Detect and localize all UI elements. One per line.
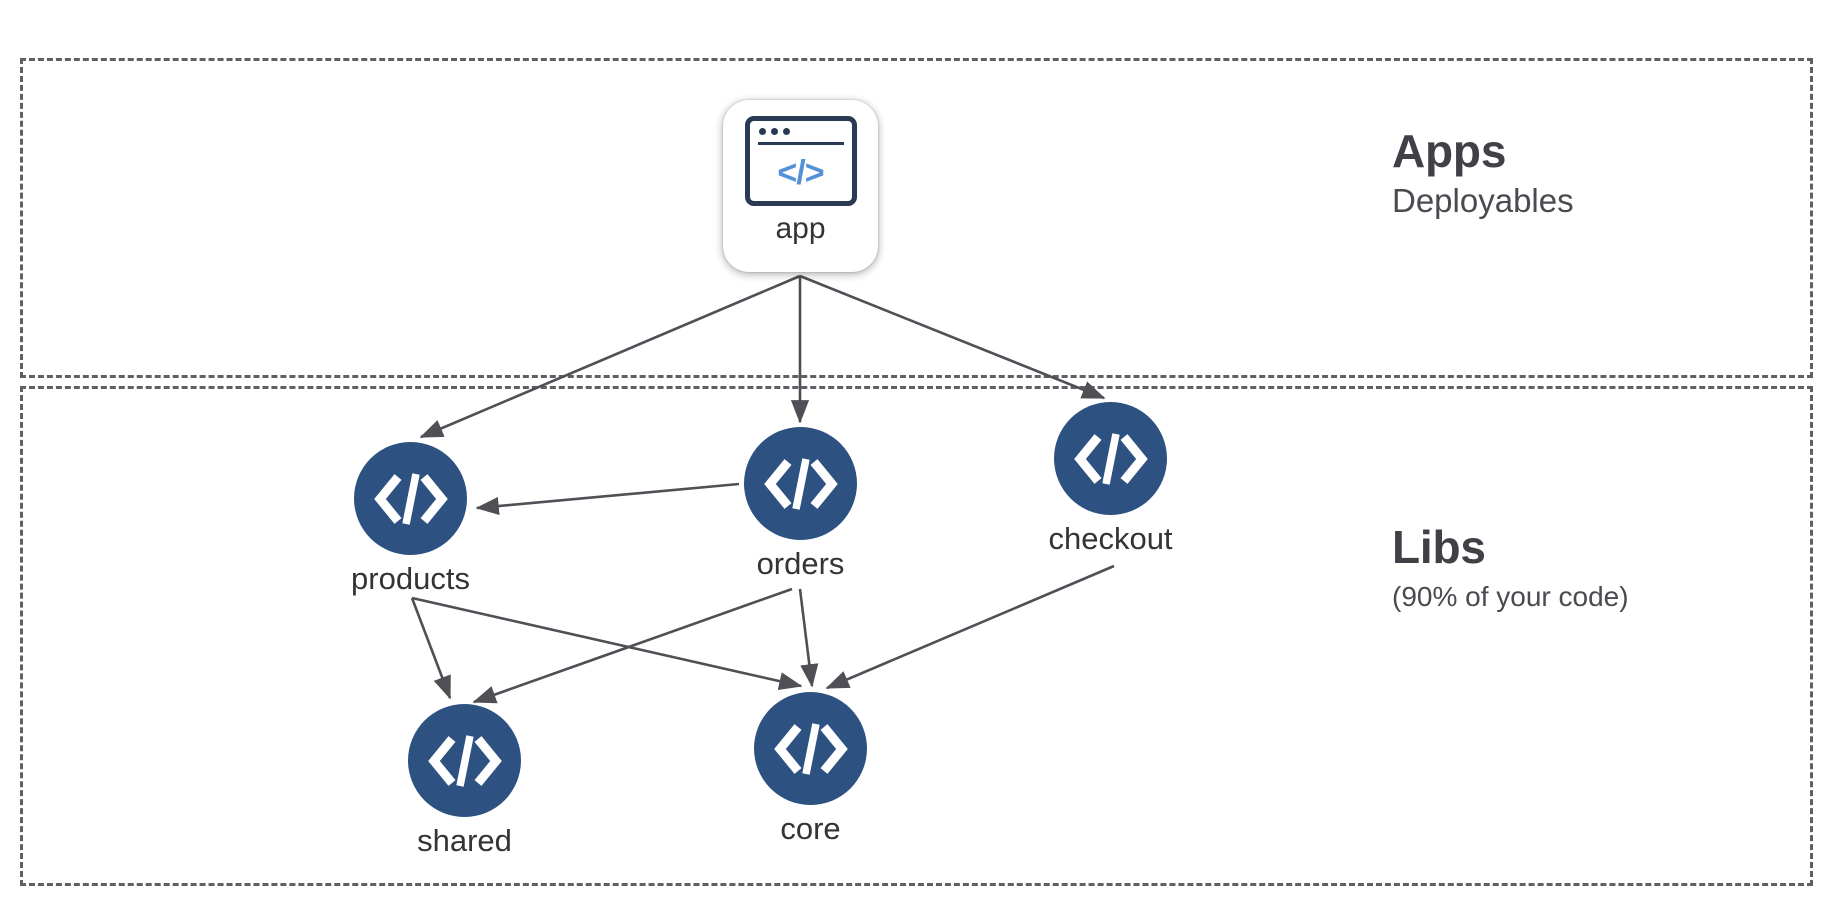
node-checkout[interactable]: checkout [1048, 402, 1173, 557]
code-brackets-glyph: </> [777, 154, 824, 192]
zone-apps-caption: Apps Deployables [1392, 124, 1574, 221]
zone-libs-boundary [20, 386, 1813, 886]
node-products-label: products [351, 561, 470, 596]
node-shared-label: shared [417, 823, 512, 858]
node-orders-label: orders [756, 546, 845, 581]
zone-libs-title: Libs [1392, 521, 1486, 573]
zone-apps-title: Apps [1392, 125, 1507, 177]
window-dots-icon [758, 128, 790, 135]
node-app-label: app [775, 212, 826, 245]
code-brackets-icon [354, 442, 467, 555]
node-products[interactable]: products [351, 442, 470, 597]
node-shared[interactable]: shared [408, 704, 521, 859]
code-brackets-icon [754, 692, 867, 805]
zone-libs-subtitle: (90% of your code) [1392, 581, 1629, 613]
code-brackets-icon [744, 427, 857, 540]
node-core[interactable]: core [754, 692, 867, 847]
node-checkout-label: checkout [1048, 521, 1173, 556]
node-core-label: core [780, 811, 841, 846]
node-app[interactable]: </> app [723, 100, 878, 272]
code-brackets-icon [1054, 402, 1167, 515]
zone-libs-caption: Libs (90% of your code) [1392, 520, 1629, 613]
code-brackets-icon [408, 704, 521, 817]
browser-window-code-icon: </> [744, 116, 857, 206]
node-orders[interactable]: orders [744, 427, 857, 582]
window-titlebar-divider [757, 142, 844, 145]
zone-apps-subtitle: Deployables [1392, 182, 1574, 220]
